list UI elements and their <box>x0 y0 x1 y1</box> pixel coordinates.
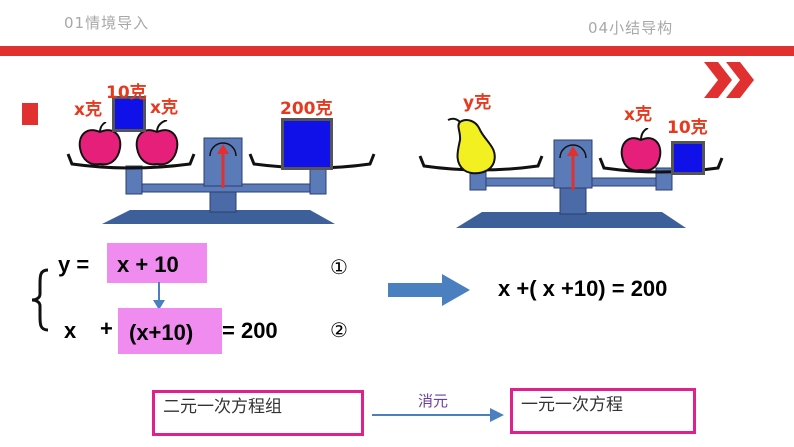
weight-icon <box>281 118 333 170</box>
apple-icon <box>78 122 122 166</box>
system-equation-box: 二元一次方程组 <box>152 390 364 436</box>
eq1-lhs: y = <box>58 252 90 277</box>
scale-icon <box>66 137 376 224</box>
eq2-substituted-term: (x+10) <box>129 320 194 345</box>
eq2-rhs: = 200 <box>222 318 278 343</box>
apple-icon <box>135 120 179 166</box>
header-left-text: 01情境导入 <box>64 14 150 32</box>
scale-icon <box>418 139 724 228</box>
weight-icon <box>112 96 146 132</box>
weight-icon <box>671 141 705 175</box>
eq2-plus: + <box>100 316 113 341</box>
result-equation: x +( x +10) = 200 <box>498 276 668 301</box>
header-divider <box>0 46 794 56</box>
apple-weight-label: x克 <box>74 100 102 120</box>
apple-weight-label: x克 <box>624 105 652 125</box>
eq1-substitution-box <box>107 243 207 283</box>
chevron-right-icon <box>704 62 754 98</box>
weight-label: 10克 <box>667 118 708 138</box>
arrow-down-icon <box>153 282 165 310</box>
pear-weight-label: y克 <box>463 93 492 113</box>
eq2-x: x <box>64 318 77 343</box>
slide-marker <box>22 103 38 125</box>
eq1-marker: ① <box>330 255 348 279</box>
linear-equation-box: 一元一次方程 <box>510 388 696 434</box>
weight-label: 10克 <box>106 83 147 103</box>
eq1-rhs: x + 10 <box>117 252 179 277</box>
arrow-right-icon <box>388 274 470 306</box>
elimination-label: 消元 <box>418 392 449 410</box>
brace-icon <box>31 268 49 332</box>
eq2-substitution-box <box>118 308 222 354</box>
header-right-text: 04小结导构 <box>588 19 674 37</box>
apple-icon <box>620 128 662 172</box>
arrow-right-icon <box>372 408 504 422</box>
weight-label: 200克 <box>280 99 333 119</box>
pear-icon <box>447 117 496 175</box>
apple-weight-label: x克 <box>150 98 178 118</box>
eq2-marker: ② <box>330 318 348 342</box>
